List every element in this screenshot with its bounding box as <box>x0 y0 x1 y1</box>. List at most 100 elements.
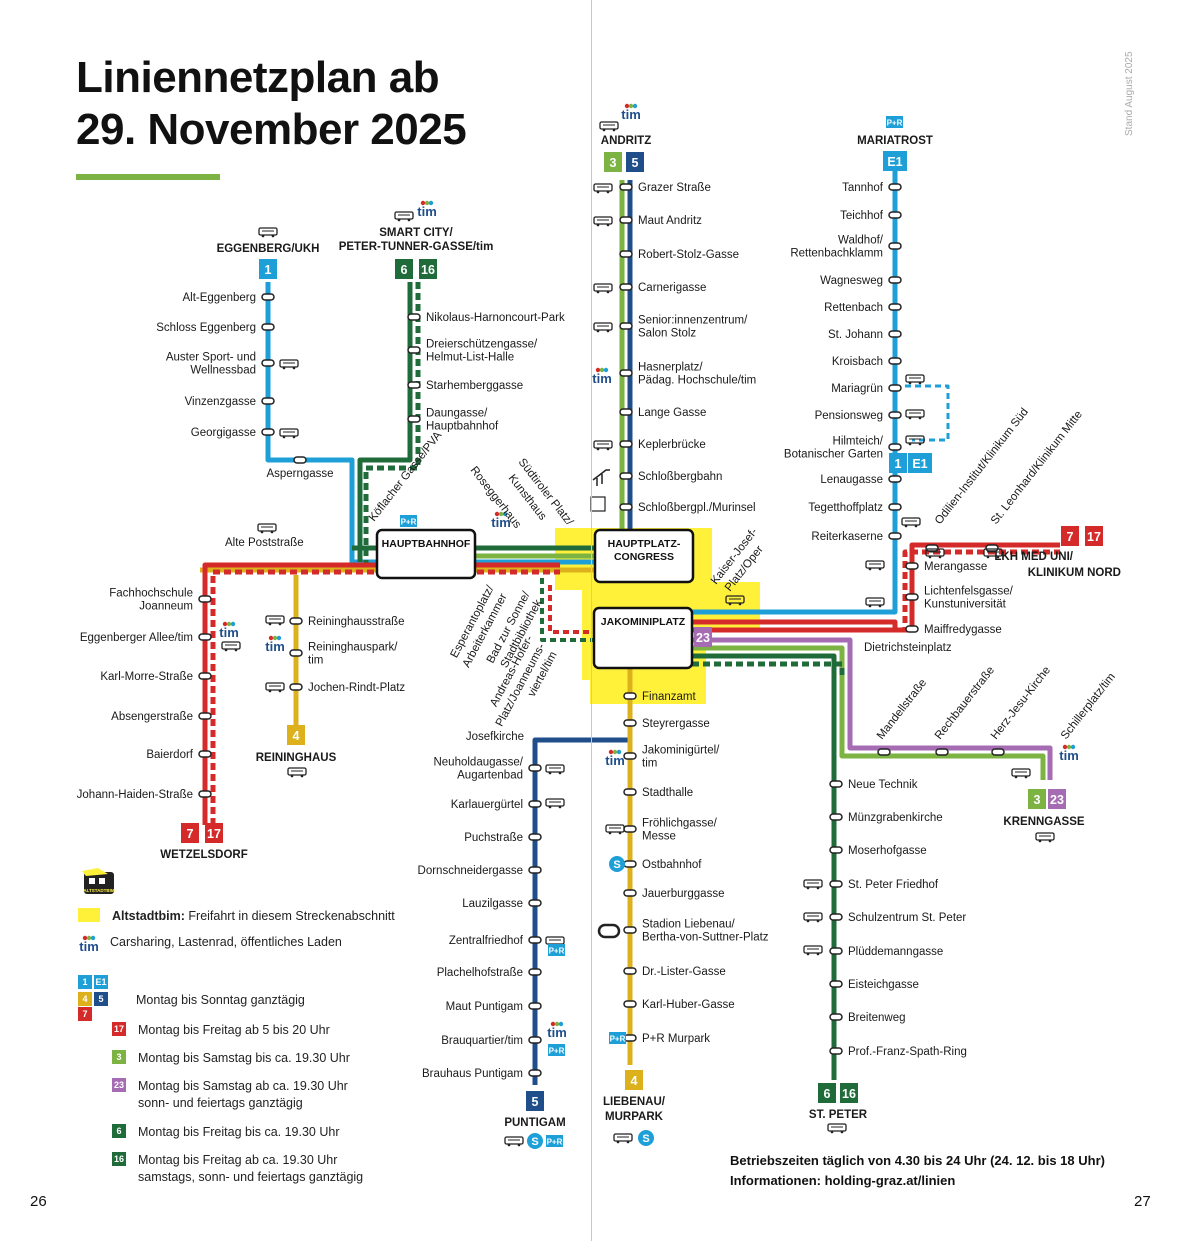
stop-jakominiguertel-marker <box>623 752 637 760</box>
stop-lister: Dr.-Lister-Gasse <box>642 966 726 978</box>
stop-lichtenfels: Lichtenfelsgasse/ <box>924 586 1014 598</box>
stop-eisteich: Eisteichgasse <box>848 979 919 991</box>
info-link[interactable]: Informationen: holding-graz.at/linien <box>730 1173 956 1188</box>
stop-ostbahnhof: Ostbahnhof <box>642 859 702 871</box>
stop-jauerburg-marker <box>623 889 637 897</box>
bus-icon <box>257 523 277 534</box>
stop-auster-marker <box>261 359 275 367</box>
badge-line-5: 5 <box>94 992 108 1006</box>
service-icons <box>219 103 1079 1149</box>
stop-hilmteich-marker <box>888 443 902 451</box>
badge-stpeter-6 <box>818 1083 836 1103</box>
line-23-route <box>692 637 1053 780</box>
bus-icon <box>279 359 299 370</box>
park-and-ride-icon <box>886 116 903 128</box>
stop-waldhof-marker <box>888 242 902 250</box>
line-6-route-north <box>357 282 413 562</box>
stop-tannhof: Tannhof <box>842 182 884 194</box>
s-bahn-icon <box>609 856 625 872</box>
operating-hours: Betriebszeiten täglich von 4.30 bis 24 U… <box>730 1153 1105 1168</box>
legend-23-text2: sonn- und feiertags ganztägig <box>138 1096 303 1110</box>
page-title: Liniennetzplan ab 29. November 2025 <box>76 52 467 156</box>
stop-dornschneider: Dornschneidergasse <box>418 865 523 877</box>
stop-dreierschuetzen: Dreierschützengasse/ <box>426 339 538 351</box>
badge-wetzelsdorf-7 <box>181 823 199 843</box>
legend-altstadt: Altstadtbim: Freifahrt in diesem Strecke… <box>78 908 395 925</box>
park-and-ride-icon <box>548 944 565 956</box>
tim-logo <box>547 1021 567 1040</box>
terminus-puntigam: PUNTIGAM <box>504 1117 565 1129</box>
stop-plachelhof-marker <box>528 968 542 976</box>
page-fold <box>591 0 592 1241</box>
stop-robert-stolz: Robert-Stolz-Gasse <box>638 249 739 261</box>
stop-absenger-marker <box>198 712 212 720</box>
hub-jakominiplatz <box>592 606 694 670</box>
stop-neuhold: Augartenbad <box>457 770 523 782</box>
stop-nikolaus: Nikolaus-Harnoncourt-Park <box>426 312 565 324</box>
stop-auster: Wellnessbad <box>190 365 256 377</box>
stop-tannhof-marker <box>888 183 902 191</box>
stop-robert-stolz-marker <box>619 250 633 258</box>
stop-zentralfriedhof: Zentralfriedhof <box>449 935 524 947</box>
page-number-left: 26 <box>30 1193 47 1210</box>
terminus-wetzelsdorf: WETZELSDORF <box>160 849 248 861</box>
stop-froehlich-marker <box>623 825 637 833</box>
badge-line-17: 17 <box>112 1022 126 1036</box>
elevator-icon <box>590 496 606 512</box>
stop-ostbahnhof-marker <box>623 860 637 868</box>
bus-icon <box>1035 832 1055 843</box>
bus-icon <box>258 227 278 238</box>
line-3-route-krenngasse <box>692 645 1046 780</box>
stop-brauhaus-marker <box>528 1069 542 1077</box>
stop-schloss-eggenberg: Schloss Eggenberg <box>156 322 256 334</box>
stop-teichhof-marker <box>888 211 902 219</box>
stop-daungasse: Hauptbahnhof <box>426 421 499 433</box>
stop-dreierschuetzen-marker <box>407 346 421 354</box>
stop-reininghausstrasse: Reininghausstraße <box>308 616 405 628</box>
stop-schlossberg: Schloßbergbahn <box>638 471 722 483</box>
stop-st-peter-friedhof: St. Peter Friedhof <box>848 879 939 891</box>
stop-alte-post: Alte Poststraße <box>225 537 304 549</box>
bus-icon <box>221 641 241 652</box>
bus-icon <box>599 121 619 132</box>
badge-line-23: 23 <box>112 1078 126 1092</box>
stop-reininghauspark-marker <box>289 649 303 657</box>
tim-logo <box>219 621 239 640</box>
terminus-smartcity-2: PETER-TUNNER-GASSE/tim <box>339 241 494 253</box>
stop-herz-jesu: Herz-Jesu-Kirche <box>989 664 1053 741</box>
stop-puch-marker <box>528 833 542 841</box>
bus-icon <box>394 211 414 222</box>
legend-altstadt-bold: Altstadtbim: <box>112 909 185 923</box>
stop-eisteich-marker <box>829 980 843 988</box>
stop-alt-eggenberg-marker <box>261 293 275 301</box>
badge-puntigam-5 <box>526 1091 544 1111</box>
bus-icon <box>803 879 823 890</box>
badge-andritz-3-text: 3 <box>610 156 617 170</box>
stop-lange: Lange Gasse <box>638 407 706 419</box>
stop-murinsel-marker <box>619 503 633 511</box>
stop-zentralfriedhof-marker <box>528 936 542 944</box>
badge-krenngasse-23 <box>1048 789 1066 809</box>
stop-froehlich: Fröhlichgasse/ <box>642 818 718 830</box>
bus-icon <box>605 824 625 835</box>
stop-dietrichstein: Dietrichsteinplatz <box>864 642 952 654</box>
stop-josefkirche: Josefkirche <box>466 731 524 743</box>
stop-grazer-marker <box>619 183 633 191</box>
stop-plachelhof: Plachelhofstraße <box>437 967 523 979</box>
bus-icon <box>865 560 885 571</box>
legend-3: 3 Montag bis Samstag bis ca. 19.30 Uhr <box>78 1050 350 1067</box>
page-number-right: 27 <box>1134 1193 1151 1210</box>
stop-maut-puntigam: Maut Puntigam <box>446 1001 523 1013</box>
stop-tegetthoff: Tegetthoffplatz <box>808 502 883 514</box>
hub-hauptplatz-label: CONGRESS <box>614 551 674 563</box>
terminus-smartcity: SMART CITY/ <box>379 227 453 239</box>
stop-teichhof: Teichhof <box>840 210 884 222</box>
badge-krenngasse-3 <box>1028 789 1046 809</box>
park-and-ride-icon <box>546 1135 563 1147</box>
stand-date: Stand August 2025 <box>1124 48 1138 138</box>
stop-odilien-marker <box>925 544 939 552</box>
legend-16-text1: Montag bis Freitag ab ca. 19.30 Uhr <box>138 1153 338 1167</box>
stop-mariagruen: Mariagrün <box>831 383 883 395</box>
stop-eggenberger-allee-marker <box>198 633 212 641</box>
